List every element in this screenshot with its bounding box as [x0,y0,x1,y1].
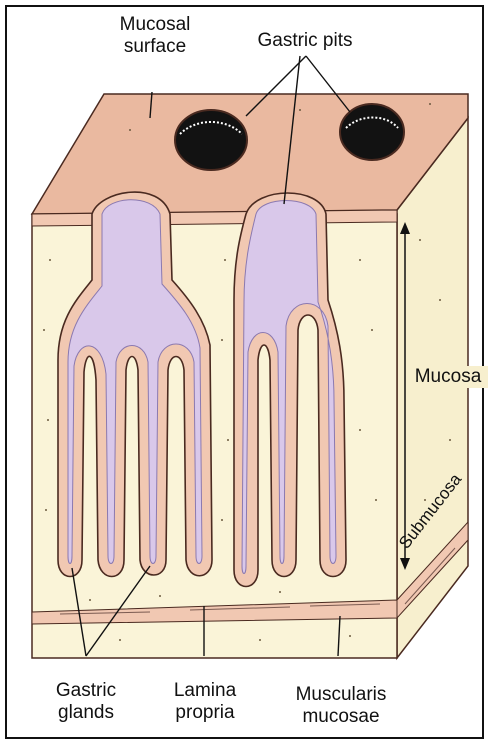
label-gastric-glands: Gastric glands [40,680,132,724]
label-gastric-pits: Gastric pits [240,30,370,52]
gastric-pit-right [340,104,404,160]
label-mucosa: Mucosa [408,366,488,388]
label-mucosal-surface: Mucosal surface [100,14,210,58]
label-muscularis-mucosae: Muscularis mucosae [276,684,406,728]
label-lamina-propria: Lamina propria [150,680,260,724]
gastric-pit-left [175,110,247,170]
